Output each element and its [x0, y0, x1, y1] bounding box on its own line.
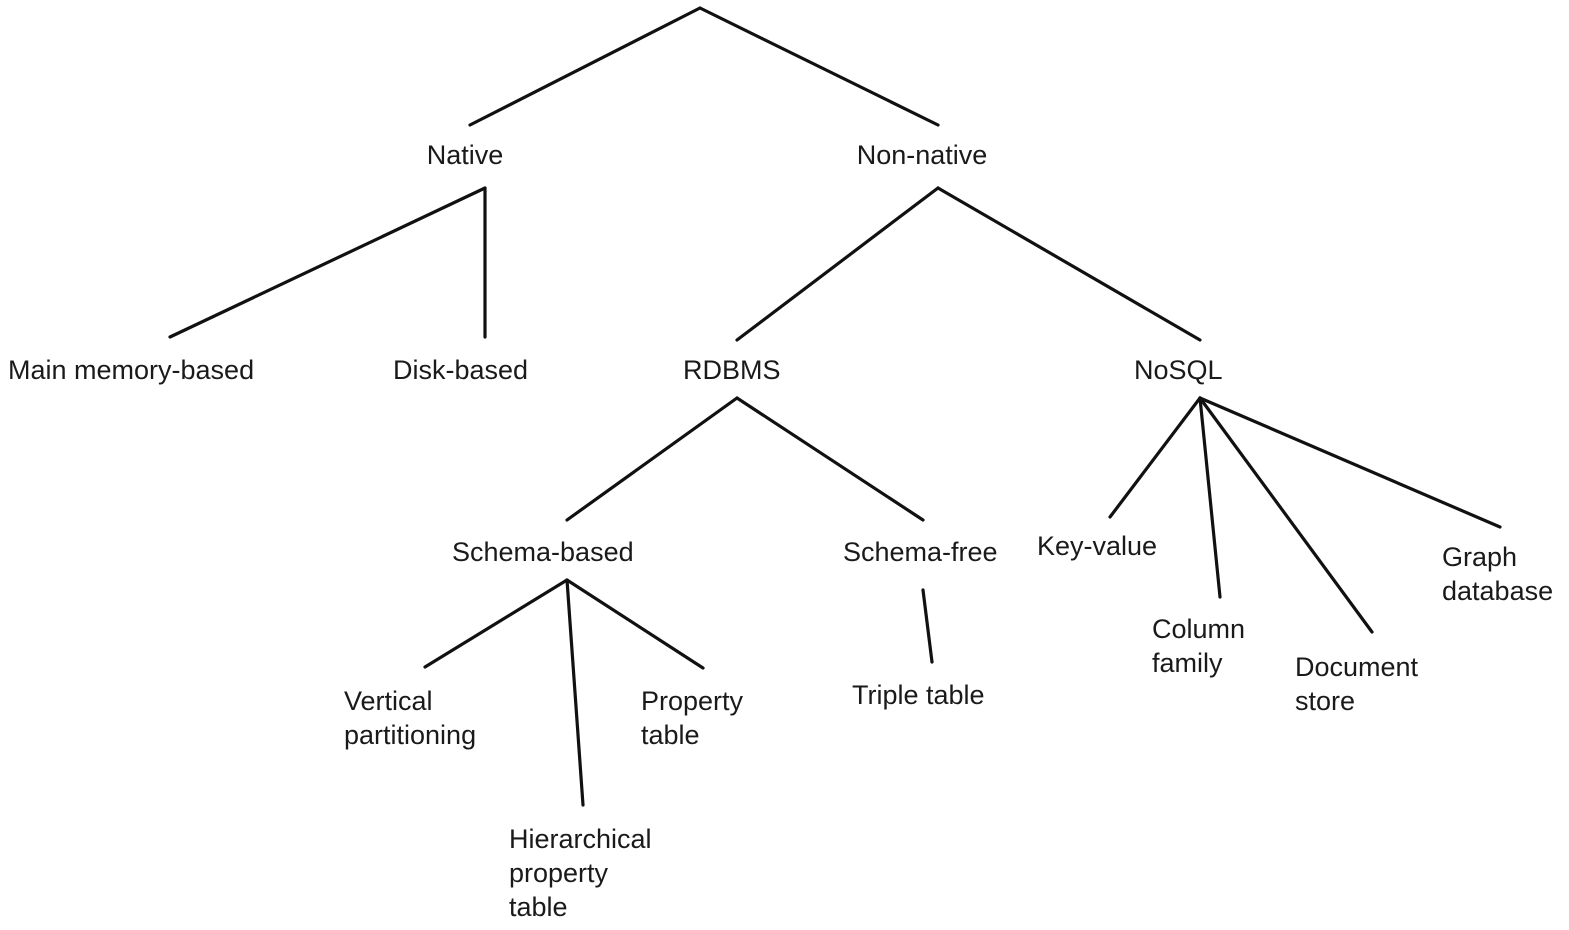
- edge-nosql-to-graph-database: [1198, 396, 1502, 529]
- edge-non-native-to-rdbms: [735, 186, 940, 342]
- node-schema-free: Schema-free: [843, 537, 998, 567]
- edge-nosql-to-document-store: [1198, 396, 1374, 634]
- node-property-table: Property table: [641, 686, 744, 750]
- edge-rdbms-to-schema-free: [735, 396, 925, 522]
- edge-schema-free-to-triple-table: [921, 588, 934, 664]
- node-triple-table: Triple table: [852, 680, 985, 710]
- edge-nosql-to-column-family: [1198, 396, 1222, 599]
- node-schema-based: Schema-based: [452, 537, 634, 567]
- node-nosql: NoSQL: [1134, 355, 1223, 385]
- edge-rdbms-to-schema-based: [565, 396, 739, 522]
- node-native: Native: [426, 140, 504, 170]
- node-column-family: Column family: [1152, 614, 1246, 678]
- node-graph-database: Graph database: [1442, 542, 1554, 606]
- edge-schema-based-to-hierarchical-property-table: [565, 578, 585, 807]
- edge-root-to-non-native: [698, 6, 940, 127]
- edge-schema-based-to-property-table: [565, 578, 705, 670]
- node-key-value: Key-value: [1037, 531, 1158, 561]
- node-vertical-partitioning: Vertical partitioning: [344, 686, 477, 750]
- node-main-memory-based: Main memory-based: [8, 355, 255, 385]
- edge-native-to-main-memory: [168, 186, 487, 339]
- node-disk-based: Disk-based: [393, 355, 529, 385]
- node-rdbms: RDBMS: [683, 355, 781, 385]
- edge-root-to-native: [468, 6, 702, 127]
- edge-non-native-to-nosql: [936, 186, 1202, 342]
- node-non-native: Non-native: [856, 140, 988, 170]
- node-document-store: Document store: [1295, 652, 1419, 716]
- edge-nosql-to-key-value: [1108, 396, 1202, 519]
- edge-schema-based-to-vertical-partitioning: [423, 578, 569, 669]
- node-hierarchical-property-table: Hierarchical property table: [509, 824, 652, 922]
